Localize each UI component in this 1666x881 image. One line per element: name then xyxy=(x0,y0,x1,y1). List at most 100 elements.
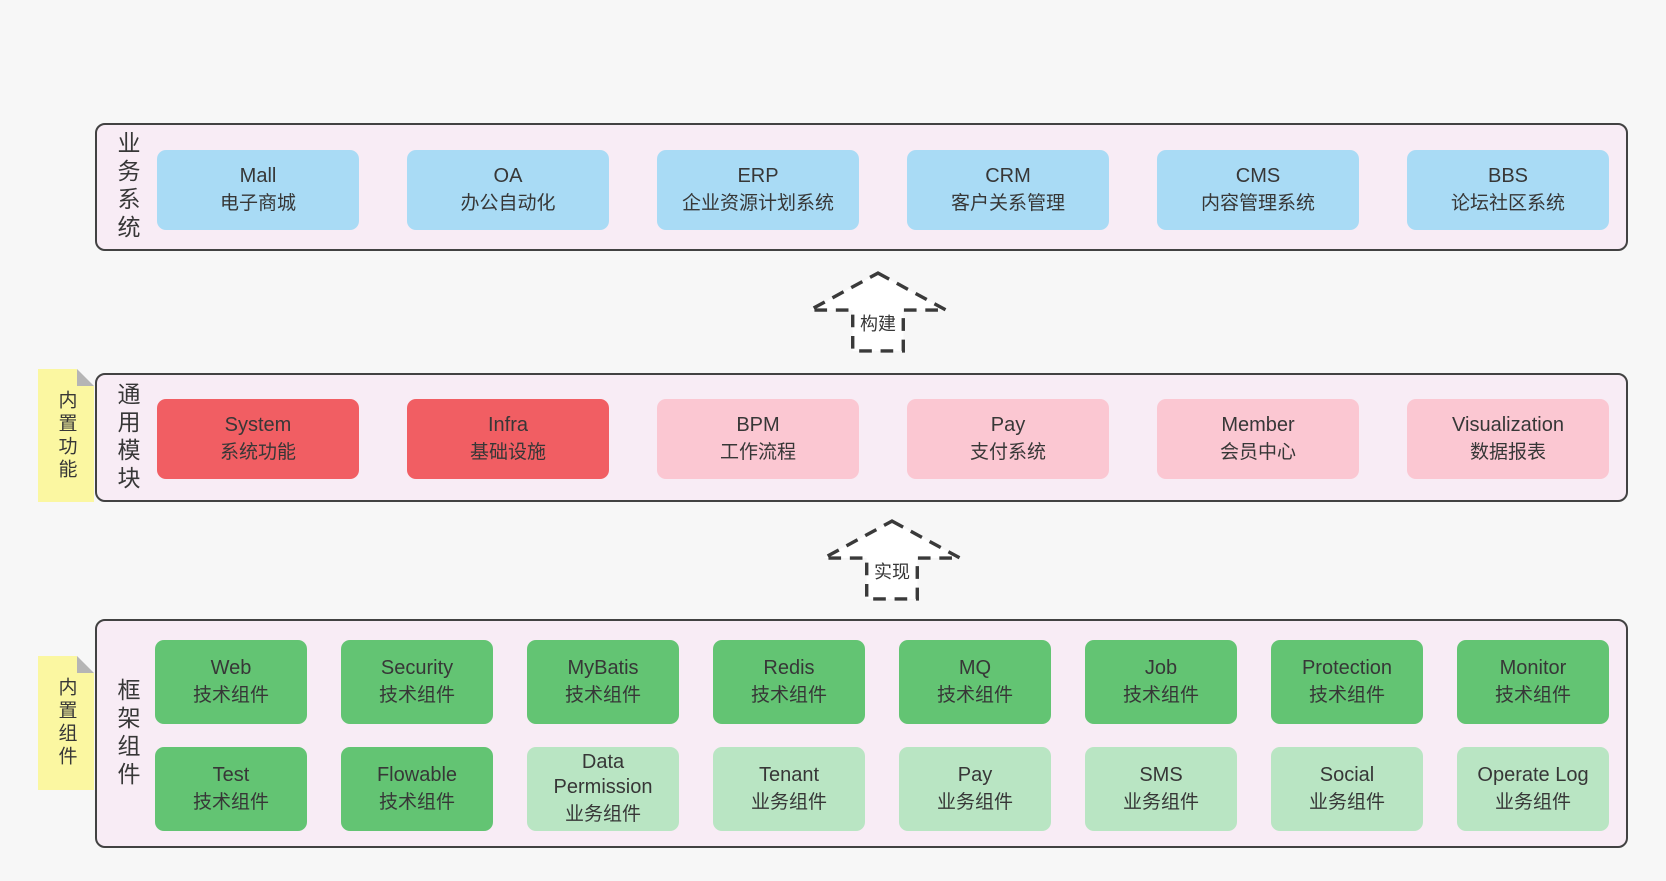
box-title: MyBatis xyxy=(567,656,639,679)
box-subtitle: 基础设施 xyxy=(469,441,546,463)
box-crm: CRM 客户关系管理 xyxy=(907,150,1109,230)
box-mq: MQ 技术组件 xyxy=(899,640,1051,724)
box-system: System 系统功能 xyxy=(157,399,359,479)
box-title: MQ xyxy=(958,656,992,679)
box-title: BBS xyxy=(1487,164,1529,187)
sticky-note-label: 内置功能 xyxy=(55,389,77,482)
box-mybatis: MyBatis 技术组件 xyxy=(527,640,679,724)
box-bpm: BPM 工作流程 xyxy=(657,399,859,479)
box-subtitle: 技术组件 xyxy=(1308,684,1385,706)
box-title: CMS xyxy=(1235,164,1281,187)
box-title: Pay xyxy=(957,763,993,786)
build-arrow-label: 构建 xyxy=(857,313,899,335)
box-title: Job xyxy=(1144,656,1178,679)
box-title: Member xyxy=(1221,413,1295,436)
box-infra: Infra 基础设施 xyxy=(407,399,609,479)
box-title: SMS xyxy=(1139,763,1183,786)
box-title: Visualization xyxy=(1452,413,1564,436)
box-subtitle: 技术组件 xyxy=(936,684,1013,706)
box-subtitle: 业务组件 xyxy=(1308,791,1385,813)
folded-corner-icon xyxy=(77,369,94,386)
box-protection: Protection 技术组件 xyxy=(1271,640,1423,724)
box-title: Social xyxy=(1319,763,1375,786)
box-title: BPM xyxy=(736,413,780,436)
box-title: ERP xyxy=(737,164,779,187)
box-title: Redis xyxy=(763,656,815,679)
box-subtitle: 技术组件 xyxy=(1122,684,1199,706)
box-title: Protection xyxy=(1301,656,1393,679)
box-sms: SMS 业务组件 xyxy=(1085,747,1237,831)
box-title: OA xyxy=(493,164,523,187)
box-subtitle: 业务组件 xyxy=(936,791,1013,813)
box-title: Operate Log xyxy=(1477,763,1589,786)
box-pay-system: Pay 支付系统 xyxy=(907,399,1109,479)
box-subtitle: 数据报表 xyxy=(1469,441,1546,463)
box-redis: Redis 技术组件 xyxy=(713,640,865,724)
section-common-modules: 通用模块 System 系统功能 Infra 基础设施 BPM 工作流程 Pay… xyxy=(95,373,1628,502)
box-title: System xyxy=(224,413,292,436)
section-side-label: 通用模块 xyxy=(114,381,140,494)
box-subtitle: 业务组件 xyxy=(564,804,641,826)
box-monitor: Monitor 技术组件 xyxy=(1457,640,1609,724)
box-subtitle: 系统功能 xyxy=(219,441,296,463)
sticky-note-builtin-components: 内置组件 xyxy=(38,656,94,790)
box-test: Test 技术组件 xyxy=(155,747,307,831)
sticky-note-label: 内置组件 xyxy=(55,677,77,769)
box-title: Monitor xyxy=(1499,656,1567,679)
box-title: Test xyxy=(212,763,250,786)
section-framework-components: 框架组件 Web 技术组件 Security 技术组件 MyBatis 技术组件… xyxy=(95,619,1628,848)
box-subtitle: 论坛社区系统 xyxy=(1450,192,1565,214)
box-bbs: BBS 论坛社区系统 xyxy=(1407,150,1609,230)
box-job: Job 技术组件 xyxy=(1085,640,1237,724)
box-subtitle: 技术组件 xyxy=(378,684,455,706)
box-cms: CMS 内容管理系统 xyxy=(1157,150,1359,230)
box-web: Web 技术组件 xyxy=(155,640,307,724)
dashed-up-arrow-icon xyxy=(809,271,947,353)
box-subtitle: 技术组件 xyxy=(192,684,269,706)
folded-corner-icon xyxy=(77,656,94,673)
box-subtitle: 业务组件 xyxy=(1122,791,1199,813)
sticky-note-builtin-features: 内置功能 xyxy=(38,369,94,502)
implement-arrow-label: 实现 xyxy=(871,561,913,583)
box-subtitle: 技术组件 xyxy=(1494,684,1571,706)
box-subtitle: 技术组件 xyxy=(564,684,641,706)
box-subtitle: 电子商城 xyxy=(219,192,296,214)
dashed-up-arrow-icon xyxy=(823,519,961,601)
box-mall: Mall 电子商城 xyxy=(157,150,359,230)
box-title: Data Permission xyxy=(553,751,653,799)
box-subtitle: 技术组件 xyxy=(192,791,269,813)
box-subtitle: 客户关系管理 xyxy=(950,192,1065,214)
box-member: Member 会员中心 xyxy=(1157,399,1359,479)
box-subtitle: 技术组件 xyxy=(750,684,827,706)
box-title: Infra xyxy=(487,413,529,436)
box-oa: OA 办公自动化 xyxy=(407,150,609,230)
box-subtitle: 工作流程 xyxy=(719,441,796,463)
box-visualization: Visualization 数据报表 xyxy=(1407,399,1609,479)
box-tenant: Tenant 业务组件 xyxy=(713,747,865,831)
section-side-label: 业务系统 xyxy=(114,131,140,243)
implement-arrow: 实现 xyxy=(821,518,963,602)
section-side-label: 框架组件 xyxy=(114,677,140,790)
box-subtitle: 企业资源计划系统 xyxy=(681,192,834,214)
box-title: CRM xyxy=(985,164,1031,187)
box-social: Social 业务组件 xyxy=(1271,747,1423,831)
box-security: Security 技术组件 xyxy=(341,640,493,724)
box-title: Pay xyxy=(990,413,1026,436)
box-operate-log: Operate Log 业务组件 xyxy=(1457,747,1609,831)
box-subtitle: 办公自动化 xyxy=(460,192,556,214)
box-erp: ERP 企业资源计划系统 xyxy=(657,150,859,230)
box-data-permission: Data Permission 业务组件 xyxy=(527,747,679,831)
box-subtitle: 支付系统 xyxy=(969,441,1046,463)
box-title: Flowable xyxy=(376,763,458,786)
box-title: Security xyxy=(380,656,454,679)
box-flowable: Flowable 技术组件 xyxy=(341,747,493,831)
box-subtitle: 业务组件 xyxy=(750,791,827,813)
box-subtitle: 内容管理系统 xyxy=(1200,192,1315,214)
box-subtitle: 业务组件 xyxy=(1494,791,1571,813)
build-arrow: 构建 xyxy=(807,270,949,354)
box-title: Tenant xyxy=(758,763,820,786)
box-subtitle: 会员中心 xyxy=(1219,441,1296,463)
box-title: Mall xyxy=(239,164,277,187)
box-title: Web xyxy=(210,656,252,679)
